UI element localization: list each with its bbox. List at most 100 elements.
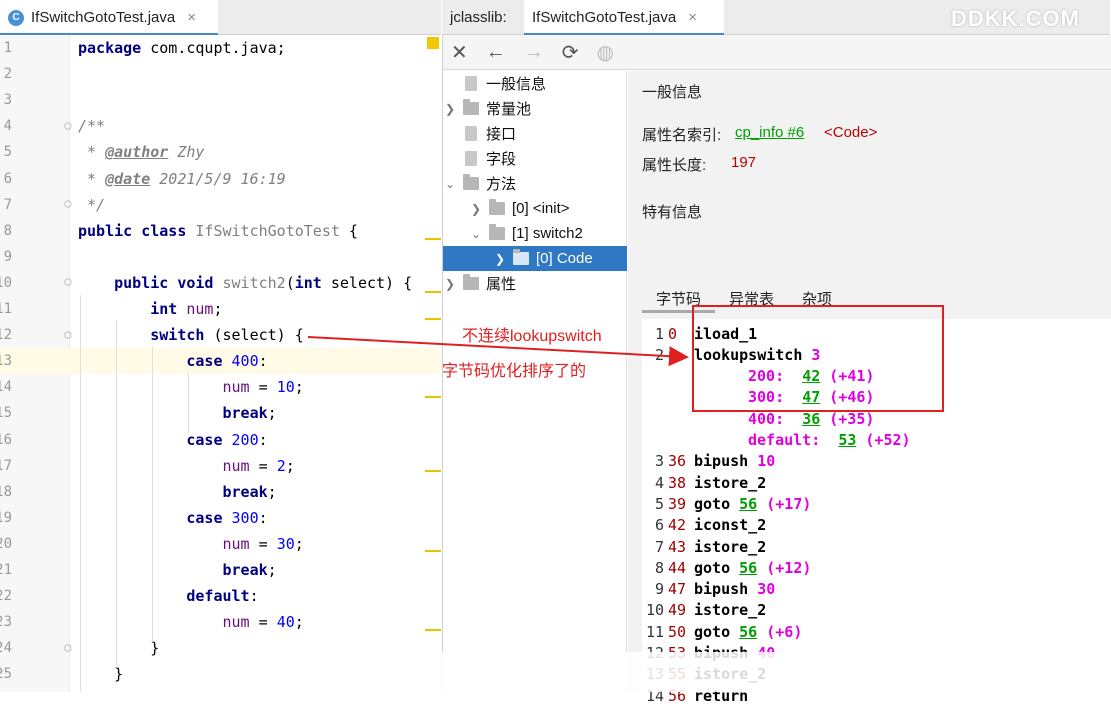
close-icon[interactable]: × [187, 9, 196, 26]
code-line[interactable]: 7⬡ */ [0, 192, 441, 218]
chevron-down-icon[interactable]: ⌄ [444, 176, 456, 191]
folder-icon [463, 174, 479, 190]
tab-ifswitchgototest-java[interactable]: C IfSwitchGotoTest.java × [0, 0, 218, 36]
code-line[interactable]: 22 default: [0, 583, 441, 609]
code-line[interactable]: 2 [0, 61, 441, 87]
line-number: 10 [0, 274, 12, 291]
opcode: lookupswitch [694, 345, 803, 364]
jump-target-link[interactable]: 53 [838, 431, 857, 449]
chevron-right-icon[interactable]: ❯ [470, 201, 482, 216]
code-line[interactable]: 14 num = 10; [0, 374, 441, 400]
jump-target-link[interactable]: 56 [739, 558, 758, 577]
code-line[interactable]: 16 case 200: [0, 427, 441, 453]
general-info-heading: 一般信息 [642, 84, 703, 101]
code-line[interactable]: 11 int num; [0, 296, 441, 322]
line-number: 2 [3, 66, 12, 83]
back-arrow-icon[interactable]: ← [485, 40, 506, 63]
tab-jclasslib-ifswitchgototest[interactable]: IfSwitchGotoTest.java × [524, 0, 724, 36]
bytecode-line: 200: 42 (+41) [642, 366, 874, 387]
cp-info-link[interactable]: cp_info #6 [735, 124, 805, 141]
fold-icon[interactable]: ⬡ [64, 329, 72, 340]
fold-icon[interactable]: ⬡ [64, 120, 72, 131]
relative-offset: (+46) [829, 388, 875, 407]
fold-icon[interactable]: ⬡ [64, 277, 72, 288]
opcode: goto [694, 622, 731, 641]
annotation-noncontiguous: 不连续lookupswitch [462, 328, 602, 345]
chevron-right-icon[interactable]: ❯ [494, 251, 506, 266]
tab-exception-table[interactable]: 异常表 [729, 290, 775, 308]
close-icon[interactable]: ✕ [451, 41, 468, 64]
bytecode-line-number: 11 [645, 622, 664, 641]
tab-bytecode[interactable]: 字节码 [642, 283, 716, 313]
code-line[interactable]: 15 break; [0, 400, 441, 426]
jump-target-link[interactable]: 47 [802, 388, 821, 407]
code-line[interactable]: 3 [0, 87, 441, 113]
java-class-icon: C [8, 9, 24, 26]
code-line[interactable]: 19 case 300: [0, 505, 441, 531]
code-line[interactable]: 9 [0, 244, 441, 270]
tree-item-code-selected[interactable]: ❯[0] Code [443, 246, 627, 271]
chevron-right-icon[interactable]: ❯ [444, 101, 456, 116]
tree-item-label: 接口 [486, 126, 517, 143]
opcode-argument: 3 [811, 345, 821, 364]
tree-item-label: 一般信息 [486, 76, 547, 93]
code-line[interactable]: 10⬡ public void switch2(int select) { [0, 270, 441, 296]
code-line[interactable]: 17 num = 2; [0, 453, 441, 479]
code-line[interactable]: 4⬡/** [0, 113, 441, 139]
scroll-marker [425, 470, 441, 472]
fold-icon[interactable]: ⬡ [64, 642, 72, 653]
tree-item-methods[interactable]: ⌄ 方法 [443, 171, 516, 196]
jump-target-link[interactable]: 42 [802, 367, 821, 386]
code-text: public class IfSwitchGotoTest { [78, 221, 358, 240]
inspection-status-icon[interactable] [427, 37, 439, 49]
code-line[interactable]: 12⬡ switch (select) { [0, 322, 441, 348]
code-line[interactable]: 25 } [0, 661, 441, 687]
bytecode-line-number: 1 [654, 324, 664, 343]
code-line[interactable]: 13 case 400: [0, 348, 441, 375]
code-line[interactable]: 23 num = 40; [0, 609, 441, 635]
tree-item-general[interactable]: 一般信息 [443, 71, 546, 96]
chevron-down-icon[interactable]: ⌄ [470, 226, 482, 241]
tree-item-constant-pool[interactable]: ❯常量池 [443, 96, 531, 121]
jump-target-link[interactable]: 36 [802, 409, 821, 428]
jump-target-link[interactable]: 56 [739, 494, 758, 513]
code-line[interactable]: 5 * @author Zhy [0, 139, 441, 165]
tree-item-init[interactable]: ❯[0] <init> [469, 196, 570, 221]
web-globe-icon[interactable]: ◍ [596, 41, 614, 64]
tree-item-attributes[interactable]: ❯属性 [443, 271, 516, 296]
relative-offset: (+41) [829, 367, 875, 386]
bytecode-offset: 38 [668, 473, 687, 492]
attr-length-value: 197 [731, 154, 757, 171]
tree-item-switch2[interactable]: ⌄[1] switch2 [469, 221, 583, 246]
forward-arrow-icon[interactable]: → [523, 40, 544, 63]
annotation-sorted: 字节码优化排序了的 [442, 363, 587, 380]
jump-target-link[interactable]: 56 [739, 622, 758, 641]
code-line[interactable]: 24⬡ } [0, 635, 441, 661]
folder-icon [489, 224, 505, 240]
tree-item-fields[interactable]: 字段 [443, 146, 516, 171]
line-number: 8 [3, 222, 12, 239]
scroll-marker [425, 291, 441, 293]
chevron-right-icon[interactable]: ❯ [444, 276, 456, 291]
refresh-icon[interactable]: ⟳ [561, 41, 579, 64]
jclasslib-prefix: jclasslib: [442, 0, 522, 35]
code-text: } [150, 639, 160, 658]
close-icon[interactable]: × [688, 9, 697, 26]
code-line[interactable]: 21 break; [0, 557, 441, 583]
tab-misc[interactable]: 杂项 [802, 290, 833, 308]
tree-item-interfaces[interactable]: 接口 [443, 121, 516, 146]
code-line[interactable]: 20 num = 30; [0, 531, 441, 557]
code-text: package com.cqupt.java; [78, 39, 286, 57]
tree-item-label: 方法 [486, 176, 517, 193]
code-line[interactable]: 6 * @date 2021/5/9 16:19 [0, 166, 441, 192]
line-number: 4 [3, 118, 12, 135]
code-line[interactable]: 18 break; [0, 479, 441, 505]
code-text: case 200: [186, 430, 268, 449]
fold-icon[interactable]: ⬡ [64, 199, 72, 210]
code-line[interactable]: 8 public class IfSwitchGotoTest { [0, 218, 441, 244]
line-number: 11 [0, 301, 12, 317]
